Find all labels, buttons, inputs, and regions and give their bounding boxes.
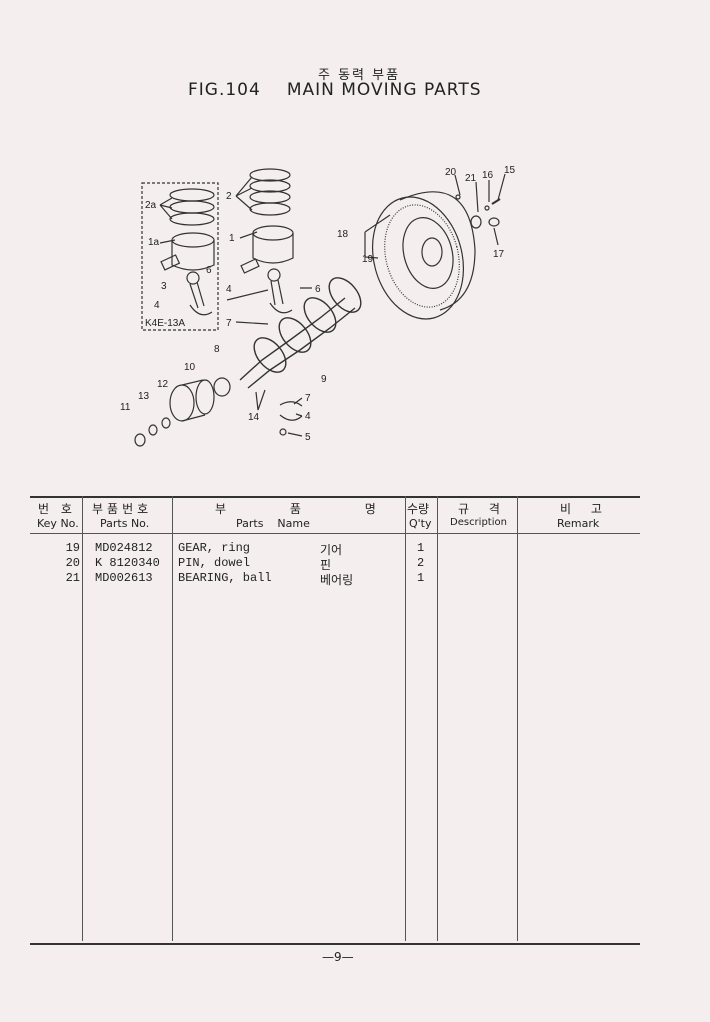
header-partno: Parts No. — [100, 517, 150, 530]
piston — [240, 225, 294, 274]
callout: 20 — [445, 167, 457, 178]
callout: 3 — [161, 281, 167, 292]
callout: 8 — [214, 344, 220, 355]
header-desc-ko: 규 격 — [458, 502, 508, 516]
callout: 7 — [305, 393, 311, 404]
header-key-ko: 번 호 — [38, 502, 76, 516]
bolt — [279, 428, 287, 436]
inset-box — [141, 182, 219, 331]
title-korean: 주 동력 부품 — [318, 68, 401, 83]
row-part-no: MD002613 — [95, 571, 153, 585]
callout: 19 — [362, 254, 374, 265]
callout: 21 — [465, 173, 477, 184]
header-qty: Q'ty — [409, 517, 432, 530]
crankshaft — [239, 277, 362, 389]
callout: 5 — [305, 432, 311, 443]
callout: 16 — [482, 170, 494, 181]
header-key: Key No. — [37, 517, 79, 530]
callout: 4 — [154, 300, 160, 311]
callout: 12 — [157, 379, 169, 390]
row-qty: 1 — [417, 571, 425, 585]
row-part-name: GEAR, ring — [178, 541, 251, 555]
row-key: 20 — [65, 556, 80, 570]
flywheel-bolt — [491, 198, 501, 205]
row-part-no: MD024812 — [95, 541, 153, 555]
callout: 2a — [145, 200, 157, 211]
callout: 14 — [248, 412, 260, 423]
parts-table — [30, 496, 640, 945]
connecting-rod — [267, 268, 293, 314]
header-remark-ko: 비 고 — [560, 502, 610, 516]
figure-number: FIG.104 — [188, 80, 261, 100]
callout: 4 — [226, 284, 232, 295]
callout: 1 — [229, 233, 235, 244]
gear-crankshaft — [213, 377, 231, 397]
callout: 15 — [504, 165, 516, 176]
callout: 6 — [206, 265, 212, 276]
callout: 7 — [226, 318, 232, 329]
connecting-rod-inset — [186, 271, 213, 316]
piston-rings — [249, 168, 291, 216]
callout: 10 — [184, 362, 196, 373]
callout: 13 — [138, 391, 150, 402]
callout: 11 — [120, 402, 131, 413]
exploded-parts-diagram: 2a 1a 3 4 6 2 1 4 6 7 8 10 9 12 13 11 14… — [120, 165, 516, 447]
figure-name: MAIN MOVING PARTS — [286, 80, 482, 100]
washer — [161, 417, 171, 429]
nut — [134, 433, 146, 447]
figure-title: FIG.104 MAIN MOVING PARTS — [188, 80, 482, 100]
header-divider — [30, 533, 640, 534]
row-qty: 1 — [417, 541, 425, 555]
washer-flywheel — [484, 205, 490, 211]
plug — [488, 217, 500, 227]
crank-pulley — [169, 379, 215, 422]
header-name: Parts Name — [236, 517, 310, 530]
inset-label: K4E-13A — [145, 318, 185, 329]
header-name-ko: 부 품 명 — [215, 502, 406, 516]
callout: 4 — [305, 411, 311, 422]
dowel-pin — [455, 194, 461, 200]
row-part-name-ko: 베어링 — [320, 574, 354, 588]
header-description: Description — [450, 517, 507, 528]
row-part-name: PIN, dowel — [178, 556, 251, 570]
header-qty-ko: 수량 — [407, 502, 430, 516]
row-key: 19 — [65, 541, 80, 555]
callout: 2 — [226, 191, 232, 202]
lock-washer — [148, 424, 158, 436]
callout-labels: 2a 1a 3 4 6 2 1 4 6 7 8 10 9 12 13 11 14… — [120, 165, 516, 443]
row-qty: 2 — [417, 556, 425, 570]
row-key: 21 — [65, 571, 80, 585]
header-remark: Remark — [557, 517, 600, 530]
bearing-shells — [279, 401, 303, 421]
ball-bearing — [470, 215, 482, 229]
row-part-no: K 8120340 — [95, 556, 160, 570]
row-part-name-ko: 기어 — [320, 544, 343, 558]
callout: 18 — [337, 229, 349, 240]
row-part-name: BEARING, ball — [178, 571, 272, 585]
header-partno-ko: 부품번호 — [92, 502, 153, 516]
callout: 1a — [148, 237, 160, 248]
callout: 6 — [315, 284, 321, 295]
piston-rings-inset — [169, 188, 215, 226]
callout: 17 — [493, 249, 505, 260]
page-number: —9— — [322, 950, 354, 964]
flywheel — [371, 191, 476, 320]
row-part-name-ko: 핀 — [320, 559, 332, 573]
callout: 9 — [321, 374, 327, 385]
